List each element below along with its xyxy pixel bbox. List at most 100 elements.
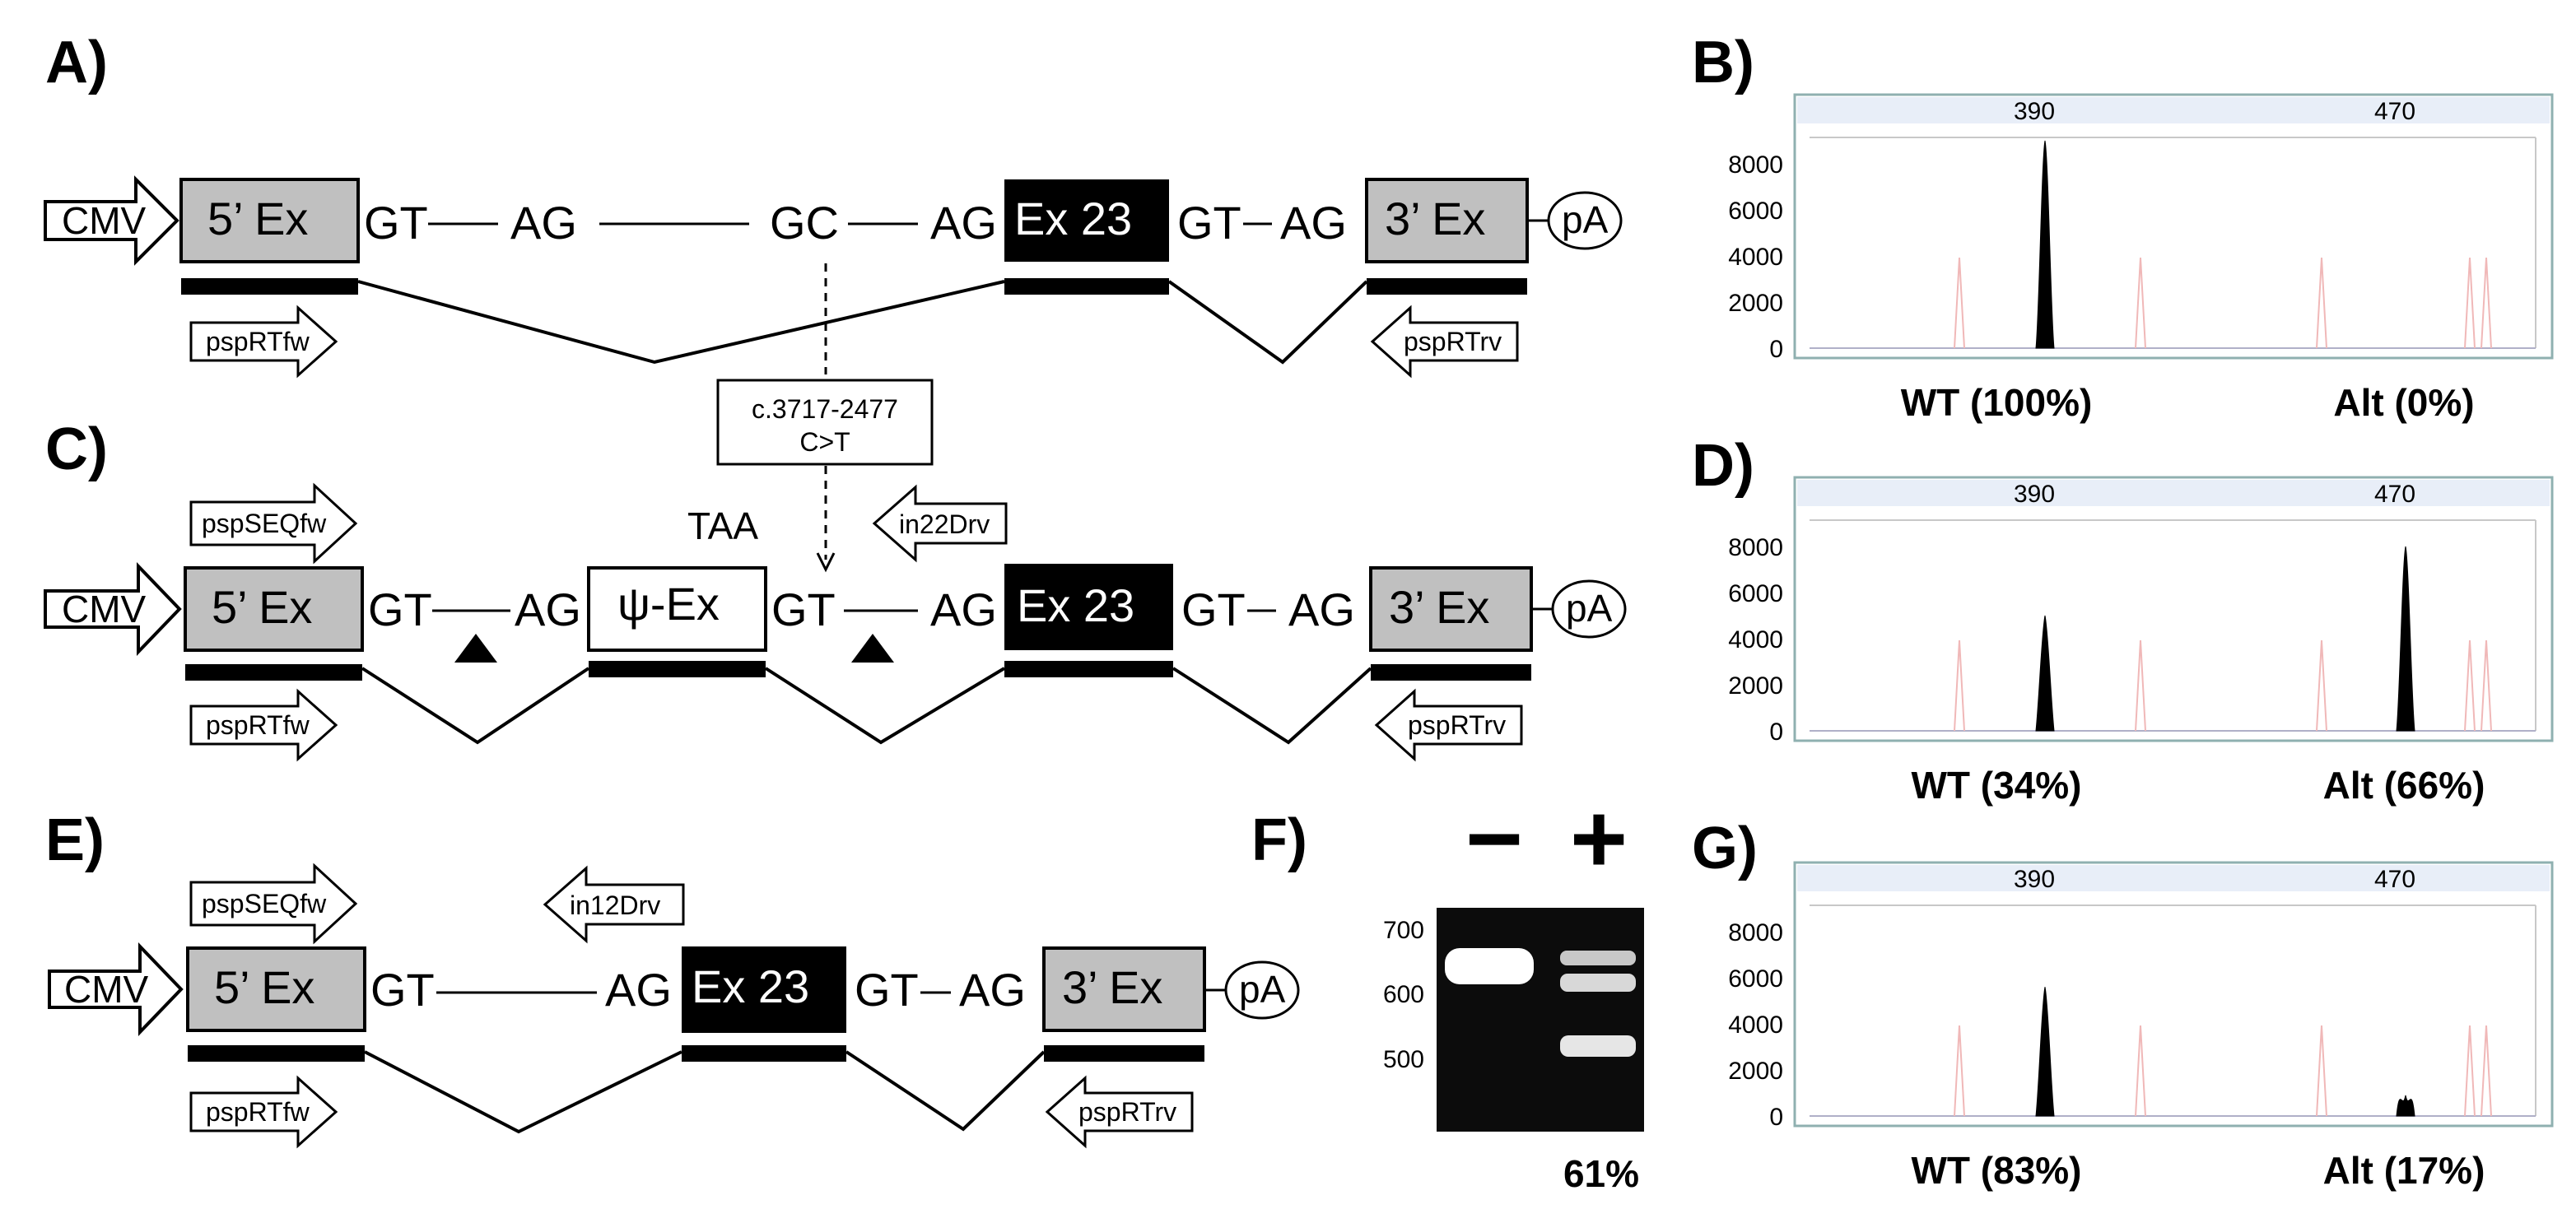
background-trace	[2135, 1025, 2146, 1117]
background-trace	[2464, 639, 2476, 732]
splice-junction-line	[1172, 667, 1372, 745]
mutation-box	[716, 379, 934, 466]
y-tick-label: 8000	[1728, 534, 1783, 561]
three-prime-exon-label: 3’ Ex	[1385, 193, 1485, 244]
y-tick-label: 2000	[1728, 672, 1783, 700]
gt-site: GT	[1181, 584, 1246, 635]
x-tick-label: 390	[2014, 481, 2055, 508]
alt-percent-label: Alt (0%)	[2333, 381, 2474, 424]
primer-rt-rv-label: pspRTrv	[1408, 710, 1506, 740]
ag-site: AG	[1288, 584, 1355, 635]
peak	[2396, 546, 2415, 732]
pseudo-exon-bar	[589, 661, 766, 677]
polya-label: pA	[1566, 587, 1613, 630]
panel-letter-f: F)	[1251, 807, 1307, 873]
electropherogram-header-strip	[1797, 480, 2550, 506]
exon-23-label: Ex 23	[692, 960, 809, 1012]
mutation-arrowhead	[816, 552, 836, 573]
cmv-label: CMV	[62, 199, 147, 242]
five-prime-exon-label: 5’ Ex	[212, 581, 312, 633]
gel-band	[1560, 974, 1636, 992]
y-tick-label: 2000	[1728, 290, 1783, 317]
deletion-triangle	[851, 634, 894, 663]
exon-23-label: Ex 23	[1014, 193, 1132, 244]
gel-lane-minus-label: −	[1465, 784, 1523, 894]
construct-a: CMV 5’ Ex GT AG GC AG Ex 23 GT AG 3’ Ex …	[44, 175, 1623, 573]
three-prime-exon-bar	[1371, 664, 1531, 681]
background-trace	[2316, 639, 2327, 732]
background-trace	[2135, 257, 2146, 349]
primer-fw-arrow	[189, 1075, 338, 1149]
five-prime-exon-bar	[181, 278, 358, 295]
primer-seq-fw-label: pspSEQfw	[202, 889, 327, 918]
peak	[2035, 615, 2055, 732]
ag-site: AG	[930, 197, 997, 249]
peak	[2396, 1095, 2415, 1117]
primer-rt-fw-label: pspRTfw	[206, 1097, 310, 1127]
ag-site: AG	[1280, 197, 1347, 249]
panel-letter-g: G)	[1692, 816, 1758, 881]
three-prime-exon-label: 3’ Ex	[1389, 581, 1489, 633]
ag-site: AG	[959, 964, 1026, 1016]
panel-letter-c: C)	[45, 416, 108, 482]
primer-fw-arrow	[189, 305, 338, 379]
electropherogram-header-strip	[1797, 97, 2550, 123]
exon-23-bar	[1004, 661, 1173, 677]
y-tick-label: 4000	[1728, 1011, 1783, 1039]
y-tick-label: 0	[1769, 1104, 1783, 1131]
three-prime-exon-bar	[1367, 278, 1527, 295]
construct-e: pspSEQfw in12Drv CMV 5’ Ex GT AG Ex 23 G…	[48, 863, 1300, 1149]
background-trace	[2135, 639, 2146, 732]
gt-site: GT	[368, 584, 432, 635]
five-prime-exon	[184, 566, 364, 652]
y-tick-label: 6000	[1728, 198, 1783, 225]
exon-23-label: Ex 23	[1017, 579, 1134, 631]
peak	[2035, 140, 2055, 349]
gel-marker-600: 600	[1383, 981, 1424, 1008]
gel-band	[1445, 948, 1534, 984]
electropherogram-frame	[1793, 476, 2554, 742]
background-trace	[1954, 1025, 1965, 1117]
primer-fw-arrow	[189, 863, 358, 945]
five-prime-exon	[186, 946, 366, 1032]
gel-band	[1560, 951, 1636, 965]
background-trace	[2464, 257, 2476, 349]
alt-percent-label: Alt (66%)	[2323, 764, 2485, 807]
background-trace	[2481, 1025, 2492, 1117]
stop-codon-label: TAA	[687, 505, 758, 547]
gel-marker-500: 500	[1383, 1046, 1424, 1073]
primer-rt-rv-label: pspRTrv	[1078, 1097, 1176, 1127]
primer-seq-fw-label: pspSEQfw	[202, 509, 327, 538]
panel-letter-e: E)	[45, 807, 105, 873]
splice-junction-line	[764, 667, 1006, 745]
cmv-promoter-arrow	[48, 942, 184, 1036]
splice-junction-line	[361, 667, 590, 745]
gel-panel: − + 700 600 500 61%	[1383, 784, 1644, 1195]
pseudo-exon-label: ψ-Ex	[617, 578, 720, 630]
gt-site: GT	[370, 964, 435, 1016]
primer-fw-arrow	[189, 688, 338, 762]
y-tick-label: 6000	[1728, 965, 1783, 993]
cmv-promoter-arrow	[44, 562, 182, 656]
background-trace	[2316, 1025, 2327, 1117]
exon-23-bar	[682, 1045, 846, 1062]
primer-rv-arrow	[1374, 688, 1523, 762]
exon-23	[1004, 564, 1173, 650]
y-tick-label: 8000	[1728, 919, 1783, 946]
primer-rt-fw-label: pspRTfw	[206, 327, 310, 356]
three-prime-exon-label: 3’ Ex	[1062, 961, 1162, 1013]
background-trace	[2316, 257, 2327, 349]
cmv-label: CMV	[64, 968, 149, 1011]
primer-in22-label: in22Drv	[899, 509, 990, 539]
gt-site: GT	[364, 197, 428, 249]
exon-23	[682, 946, 846, 1033]
construct-c: pspSEQfw TAA in22Drv CMV 5’ Ex GT AG ψ-E…	[44, 482, 1627, 762]
primer-in12-label: in12Drv	[570, 891, 660, 920]
wt-percent-label: WT (34%)	[1912, 764, 2082, 807]
splice-junction-line	[357, 280, 1005, 365]
polya-label: pA	[1562, 198, 1609, 241]
splice-junction-line	[364, 1050, 682, 1134]
gt-site: GT	[1177, 197, 1241, 249]
